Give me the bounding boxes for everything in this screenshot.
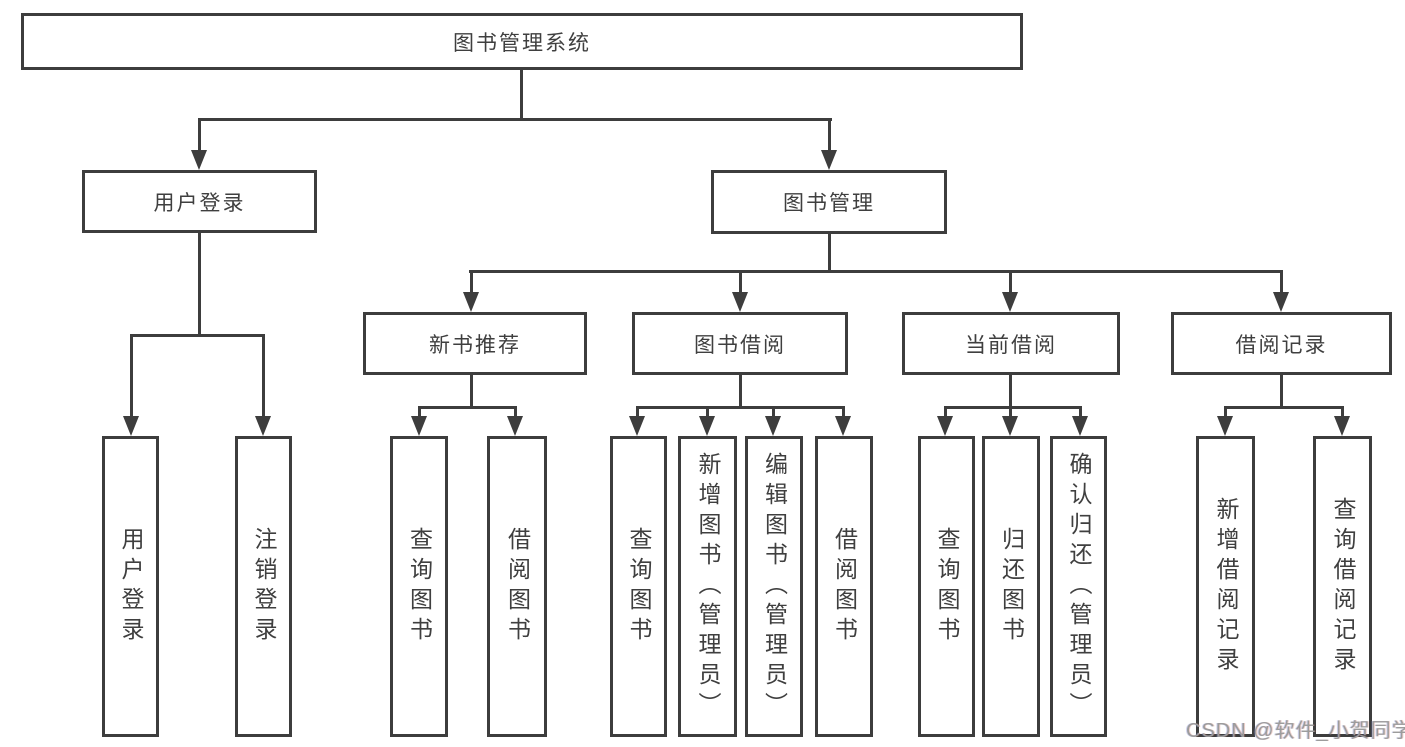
arrow-down-icon	[1002, 292, 1018, 312]
connector-line	[1280, 270, 1283, 296]
node-book-borrowing: 图书借阅	[632, 312, 848, 375]
connector-line	[198, 231, 201, 336]
node-rec-borrow-books-label: 借阅图书	[504, 526, 531, 647]
connector-line	[1280, 373, 1283, 408]
connector-line	[514, 406, 517, 420]
connector-line	[739, 373, 742, 408]
node-bb-borrow-books-label: 借阅图书	[831, 526, 858, 647]
node-current-borrowing-label: 当前借阅	[965, 333, 1057, 357]
node-br-add-record-label: 新增借阅记录	[1213, 496, 1239, 677]
node-br-add-record: 新增借阅记录	[1196, 436, 1255, 737]
node-cb-confirm-return-admin: 确认归还（管理员）	[1050, 436, 1107, 737]
connector-line	[1009, 406, 1012, 420]
arrow-down-icon	[123, 416, 139, 436]
connector-line	[418, 406, 517, 409]
node-book-management: 图书管理	[711, 170, 947, 234]
arrow-down-icon	[835, 416, 851, 436]
connector-line	[636, 406, 845, 409]
connector-line	[469, 270, 1283, 273]
connector-line	[1009, 270, 1012, 296]
connector-line	[1079, 406, 1082, 420]
node-borrowing-records: 借阅记录	[1171, 312, 1392, 375]
connector-line	[520, 68, 523, 120]
node-cb-confirm-return-admin-label: 确认归还（管理员）	[1066, 451, 1092, 722]
node-cb-return-books: 归还图书	[982, 436, 1040, 737]
node-bb-add-books-admin-label: 新增图书（管理员）	[695, 451, 721, 722]
arrow-down-icon	[255, 416, 271, 436]
connector-line	[1224, 406, 1227, 420]
connector-line	[130, 334, 133, 420]
node-cb-query-books: 查询图书	[918, 436, 975, 737]
node-cb-query-books-label: 查询图书	[934, 526, 960, 647]
node-bb-borrow-books: 借阅图书	[815, 436, 873, 737]
node-leaf-logout-label: 注销登录	[251, 526, 277, 647]
connector-line	[418, 406, 421, 420]
connector-line	[739, 270, 742, 296]
node-current-borrowing: 当前借阅	[902, 312, 1120, 375]
connector-line	[842, 406, 845, 420]
node-leaf-logout: 注销登录	[235, 436, 292, 737]
node-bb-add-books-admin: 新增图书（管理员）	[678, 436, 737, 737]
node-bb-edit-books-admin-label: 编辑图书（管理员）	[761, 451, 788, 722]
connector-line	[1341, 406, 1344, 420]
node-rec-query-books: 查询图书	[390, 436, 448, 737]
arrow-down-icon	[699, 416, 715, 436]
arrow-down-icon	[1334, 416, 1350, 436]
node-new-book-recommend-label: 新书推荐	[429, 333, 521, 357]
node-rec-query-books-label: 查询图书	[406, 526, 433, 647]
node-bb-query-books-label: 查询图书	[626, 526, 652, 647]
node-user-login: 用户登录	[82, 170, 317, 233]
arrow-down-icon	[507, 416, 523, 436]
arrow-down-icon	[821, 150, 837, 170]
connector-line	[828, 232, 831, 272]
node-rec-borrow-books: 借阅图书	[487, 436, 547, 737]
arrow-down-icon	[463, 292, 479, 312]
arrow-down-icon	[1217, 416, 1233, 436]
arrow-down-icon	[629, 416, 645, 436]
node-book-management-label: 图书管理	[783, 192, 875, 215]
connector-line	[636, 406, 639, 420]
node-br-query-record-label: 查询借阅记录	[1330, 496, 1356, 677]
connector-line	[130, 334, 265, 337]
arrow-down-icon	[411, 416, 427, 436]
node-bb-query-books: 查询图书	[610, 436, 667, 737]
node-root: 图书管理系统	[21, 13, 1023, 70]
node-borrowing-records-label: 借阅记录	[1235, 333, 1328, 357]
connector-line	[262, 334, 265, 420]
arrow-down-icon	[1273, 292, 1289, 312]
connector-line	[198, 118, 832, 121]
node-br-query-record: 查询借阅记录	[1313, 436, 1372, 737]
csdn-watermark: CSDN @软件_小贺同学	[1186, 720, 1405, 742]
connector-line	[198, 118, 201, 154]
node-user-login-label: 用户登录	[153, 191, 246, 215]
node-leaf-user-login-label: 用户登录	[118, 526, 144, 647]
arrow-down-icon	[765, 416, 781, 436]
arrow-down-icon	[732, 292, 748, 312]
node-book-borrowing-label: 图书借阅	[694, 333, 786, 357]
connector-line	[470, 373, 473, 408]
connector-line	[1009, 373, 1012, 408]
connector-line	[944, 406, 1082, 409]
connector-line	[470, 270, 473, 296]
connector-line	[944, 406, 947, 420]
arrow-down-icon	[937, 416, 953, 436]
connector-line	[828, 118, 831, 154]
connector-line	[1224, 406, 1344, 409]
connector-line	[706, 406, 709, 420]
connector-line	[772, 406, 775, 420]
node-new-book-recommend: 新书推荐	[363, 312, 587, 375]
node-root-label: 图书管理系统	[453, 31, 591, 55]
arrow-down-icon	[1072, 416, 1088, 436]
node-cb-return-books-label: 归还图书	[998, 526, 1025, 647]
node-bb-edit-books-admin: 编辑图书（管理员）	[745, 436, 803, 737]
node-leaf-user-login: 用户登录	[102, 436, 159, 737]
arrow-down-icon	[1002, 416, 1018, 436]
arrow-down-icon	[191, 150, 207, 170]
